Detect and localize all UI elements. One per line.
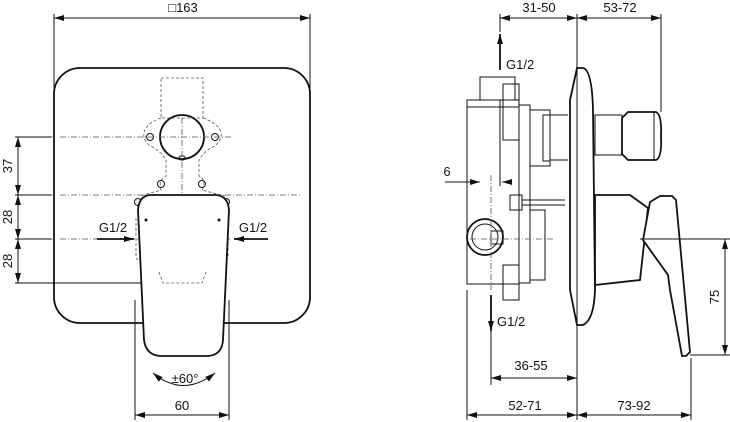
rotation-label: ±60°: [172, 371, 199, 386]
inlet-port-square: [490, 230, 504, 245]
diverter-stem: [509, 194, 523, 211]
inlet-left-label: G1/2: [99, 220, 127, 235]
body-bracket: [502, 83, 520, 141]
dim-36-55-label: 36-55: [514, 358, 547, 373]
hidden-flange: [139, 117, 226, 197]
dim-52-71-label: 52-71: [508, 398, 541, 413]
handle-screw: [217, 218, 221, 222]
side-view: 31-50 53-72 G1/2: [443, 0, 730, 420]
lever-handle: [642, 195, 691, 357]
mounting-flange: [518, 104, 531, 284]
handle-width-label: 60: [175, 398, 189, 413]
outlet-bottom-label: G1/2: [497, 314, 525, 329]
lever-body: [594, 194, 649, 287]
wall-plate: [569, 67, 596, 326]
dim-28-label: 28: [0, 254, 15, 268]
outlet-top-label: G1/2: [506, 57, 534, 72]
handle: [137, 194, 230, 357]
inlet-right-label: G1/2: [239, 220, 267, 235]
dim-73-92-label: 73-92: [617, 398, 650, 413]
hidden-handle-grip: [158, 271, 207, 284]
diverter-knob: [621, 111, 663, 161]
cartridge-nut: [529, 109, 551, 167]
handle-screw: [144, 218, 148, 222]
width-label: □163: [168, 0, 198, 15]
diverter-shaft: [594, 114, 623, 156]
offset-label: 6: [443, 164, 450, 179]
body-top-port: [479, 76, 516, 101]
dim-28-label: 28: [0, 210, 15, 224]
valve-body: [466, 99, 520, 285]
front-view: □163 37 28 28: [0, 0, 311, 420]
lever-height-label: 75: [707, 290, 722, 304]
dim-31-50-label: 31-50: [522, 0, 555, 15]
body-bracket: [502, 264, 520, 301]
rotation-arc: [152, 372, 216, 386]
dim-37-label: 37: [0, 159, 15, 173]
dim-53-72-label: 53-72: [603, 0, 636, 15]
hidden-outlet: [160, 77, 204, 119]
hidden-handle-edges: [135, 218, 229, 263]
